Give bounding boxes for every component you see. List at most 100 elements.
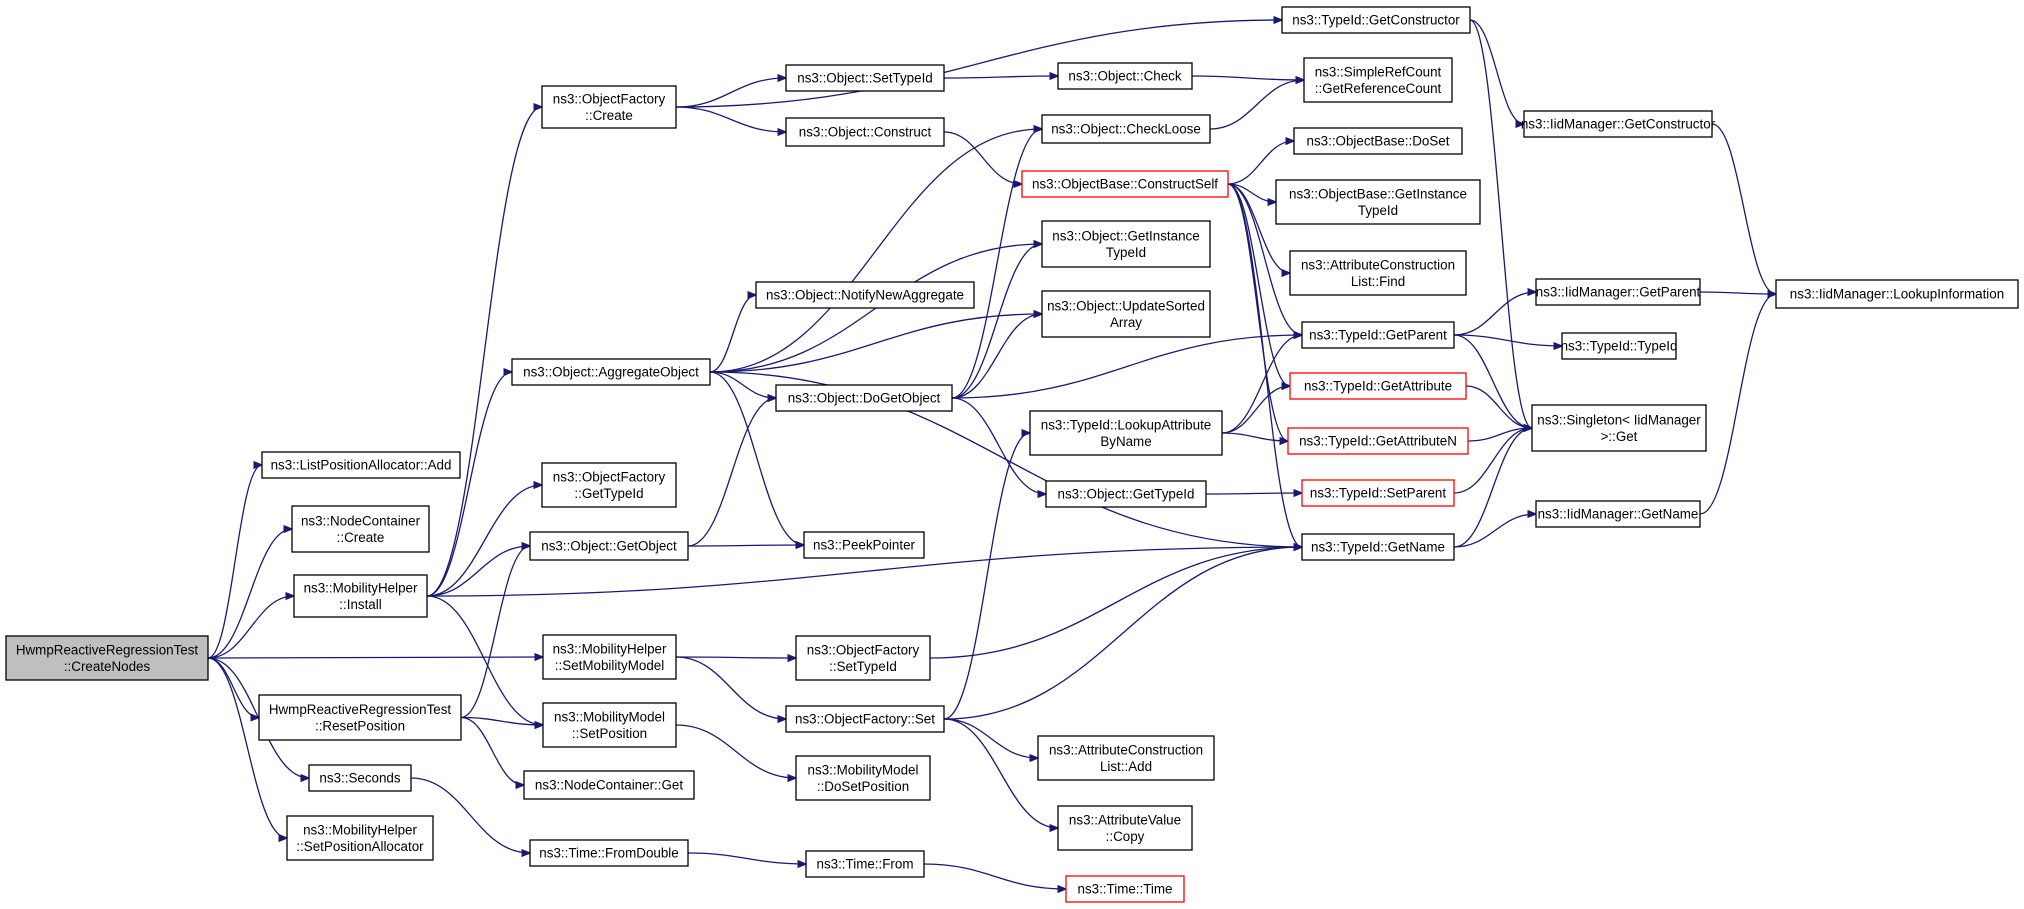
- node-mh-setmm[interactable]: ns3::MobilityHelper::SetMobilityModel: [542, 634, 677, 680]
- node-box[interactable]: [755, 281, 975, 309]
- node-attrvalue-copy[interactable]: ns3::AttributeValue::Copy: [1057, 805, 1193, 851]
- node-peekpointer[interactable]: ns3::PeekPointer: [803, 531, 925, 559]
- node-reset-pos[interactable]: HwmpReactiveRegressionTest::ResetPositio…: [258, 694, 462, 741]
- node-box[interactable]: [1045, 480, 1207, 508]
- node-construct[interactable]: ns3::Object::Construct: [785, 117, 945, 147]
- node-box[interactable]: [803, 531, 925, 559]
- node-box[interactable]: [541, 85, 677, 129]
- node-box[interactable]: [529, 839, 689, 867]
- node-box[interactable]: [308, 764, 412, 792]
- node-box[interactable]: [1041, 290, 1211, 338]
- node-dogetobject[interactable]: ns3::Object::DoGetObject: [775, 384, 953, 412]
- node-of-gettypeid[interactable]: ns3::ObjectFactory::GetTypeId: [541, 462, 677, 508]
- node-getobject[interactable]: ns3::Object::GetObject: [529, 531, 689, 561]
- node-box[interactable]: [1775, 279, 2019, 309]
- node-box[interactable]: [291, 505, 430, 553]
- node-iid-lookup[interactable]: ns3::IidManager::LookupInformation: [1775, 279, 2019, 309]
- node-box[interactable]: [286, 815, 434, 861]
- node-box[interactable]: [1289, 250, 1467, 296]
- node-box[interactable]: [1523, 110, 1713, 138]
- node-box[interactable]: [523, 770, 695, 800]
- node-of-settypeid[interactable]: ns3::ObjectFactory::SetTypeId: [795, 635, 931, 681]
- node-obj-gettypeid[interactable]: ns3::Object::GetTypeId: [1045, 480, 1207, 508]
- node-mh-install[interactable]: ns3::MobilityHelper::Install: [293, 574, 428, 618]
- node-box[interactable]: [1301, 479, 1455, 507]
- node-notify[interactable]: ns3::Object::NotifyNewAggregate: [755, 281, 975, 309]
- node-of-set[interactable]: ns3::ObjectFactory::Set: [785, 705, 945, 733]
- node-tid-getconstructor[interactable]: ns3::TypeId::GetConstructor: [1281, 6, 1471, 34]
- node-box[interactable]: [1057, 62, 1193, 90]
- node-getrefcount[interactable]: ns3::SimpleRefCount::GetReferenceCount: [1303, 57, 1453, 103]
- node-box[interactable]: [5, 635, 209, 681]
- node-box[interactable]: [261, 451, 461, 479]
- node-time-from[interactable]: ns3::Time::From: [805, 850, 925, 878]
- node-box[interactable]: [511, 358, 711, 386]
- node-box[interactable]: [775, 384, 953, 412]
- node-mh-setpa[interactable]: ns3::MobilityHelper::SetPositionAllocato…: [286, 815, 434, 861]
- node-box[interactable]: [542, 702, 677, 748]
- node-time-time[interactable]: ns3::Time::Time: [1065, 875, 1185, 903]
- node-tid-getattribute[interactable]: ns3::TypeId::GetAttribute: [1289, 372, 1467, 400]
- node-lpa-add[interactable]: ns3::ListPositionAllocator::Add: [261, 451, 461, 479]
- node-mm-setpos[interactable]: ns3::MobilityModel::SetPosition: [542, 702, 677, 748]
- node-box[interactable]: [1301, 533, 1455, 561]
- node-tid-getattributen[interactable]: ns3::TypeId::GetAttributeN: [1287, 427, 1469, 455]
- node-box[interactable]: [1535, 278, 1701, 306]
- node-box[interactable]: [1535, 500, 1701, 528]
- node-box[interactable]: [541, 462, 677, 508]
- node-box[interactable]: [785, 117, 945, 147]
- node-box[interactable]: [1287, 427, 1469, 455]
- node-box[interactable]: [785, 705, 945, 733]
- node-box[interactable]: [805, 850, 925, 878]
- node-tid-getname[interactable]: ns3::TypeId::GetName: [1301, 533, 1455, 561]
- node-box[interactable]: [293, 574, 428, 618]
- node-checkloose[interactable]: ns3::Object::CheckLoose: [1041, 114, 1211, 144]
- node-fromdouble[interactable]: ns3::Time::FromDouble: [529, 839, 689, 867]
- node-iid-getname[interactable]: ns3::IidManager::GetName: [1535, 500, 1701, 528]
- node-box[interactable]: [1057, 805, 1193, 851]
- node-ob-doset[interactable]: ns3::ObjectBase::DoSet: [1293, 127, 1463, 155]
- node-box[interactable]: [1021, 170, 1229, 198]
- node-iid-getparent[interactable]: ns3::IidManager::GetParent: [1535, 278, 1701, 306]
- node-box[interactable]: [1041, 220, 1211, 268]
- node-box[interactable]: [1561, 332, 1677, 360]
- node-root[interactable]: HwmpReactiveRegressionTest::CreateNodes: [5, 635, 209, 681]
- node-box[interactable]: [1303, 57, 1453, 103]
- node-singleton-get[interactable]: ns3::Singleton< IidManager >::Get: [1531, 404, 1707, 452]
- node-tid-setparent[interactable]: ns3::TypeId::SetParent: [1301, 479, 1455, 507]
- node-box[interactable]: [1281, 6, 1471, 34]
- node-box[interactable]: [795, 755, 931, 801]
- node-box[interactable]: [1293, 127, 1463, 155]
- node-box[interactable]: [1531, 404, 1707, 452]
- node-box[interactable]: [542, 634, 677, 680]
- node-tid-typeid[interactable]: ns3::TypeId::TypeId: [1561, 332, 1678, 360]
- node-of-create[interactable]: ns3::ObjectFactory::Create: [541, 85, 677, 129]
- node-nc-create[interactable]: ns3::NodeContainer::Create: [291, 505, 430, 553]
- node-box[interactable]: [1037, 735, 1215, 781]
- node-box[interactable]: [795, 635, 931, 681]
- node-box[interactable]: [1289, 372, 1467, 400]
- node-constructself[interactable]: ns3::ObjectBase::ConstructSelf: [1021, 170, 1229, 198]
- node-box[interactable]: [785, 64, 945, 92]
- node-box[interactable]: [1275, 179, 1481, 225]
- node-seconds[interactable]: ns3::Seconds: [308, 764, 412, 792]
- node-box[interactable]: [1029, 410, 1223, 456]
- node-mm-dosetpos[interactable]: ns3::MobilityModel::DoSetPosition: [795, 755, 931, 801]
- node-box[interactable]: [529, 531, 689, 561]
- node-aggregate[interactable]: ns3::Object::AggregateObject: [511, 358, 711, 386]
- node-box[interactable]: [1041, 114, 1211, 144]
- node-settypeid[interactable]: ns3::Object::SetTypeId: [785, 64, 945, 92]
- node-box[interactable]: [258, 694, 462, 741]
- node-iid-getconstructor[interactable]: ns3::IidManager::GetConstructor: [1521, 110, 1716, 138]
- node-check[interactable]: ns3::Object::Check: [1057, 62, 1193, 90]
- node-tid-getparent[interactable]: ns3::TypeId::GetParent: [1301, 321, 1455, 349]
- node-box[interactable]: [1301, 321, 1455, 349]
- node-box[interactable]: [1065, 875, 1185, 903]
- node-nc-get[interactable]: ns3::NodeContainer::Get: [523, 770, 695, 800]
